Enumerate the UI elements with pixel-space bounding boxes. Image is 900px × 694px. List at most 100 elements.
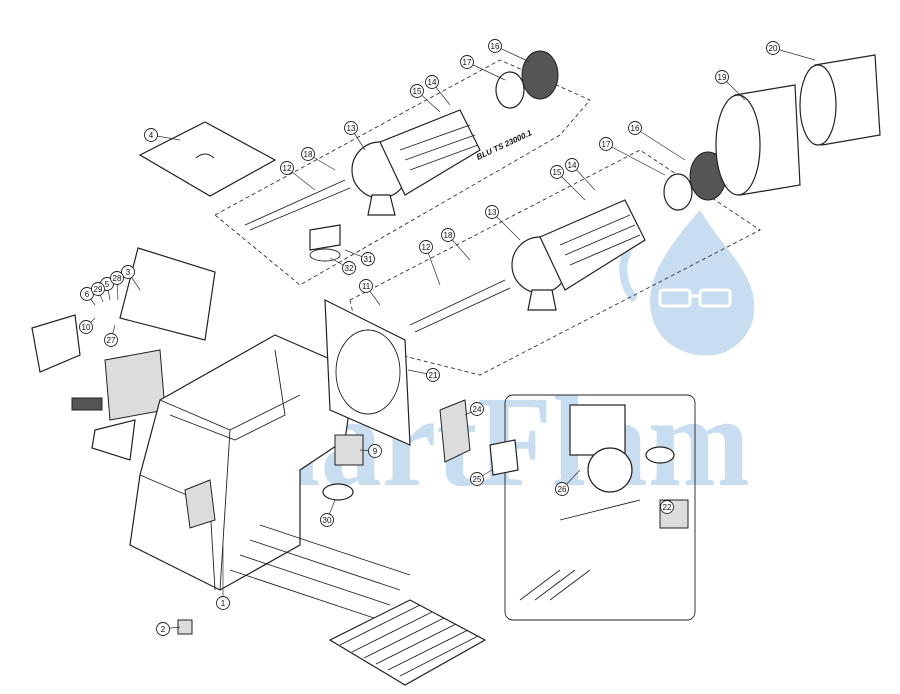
callout-circle <box>410 84 424 98</box>
callout-c28: 28 <box>110 271 124 285</box>
callout-number: 10 <box>82 323 91 332</box>
callout-c4: 4 <box>144 128 158 142</box>
callout-number: 18 <box>304 150 313 159</box>
callout-circle <box>426 368 440 382</box>
callout-c31: 31 <box>361 252 375 266</box>
control-box-inset-parts <box>519 404 689 601</box>
callout-c15b: 15 <box>550 165 564 179</box>
leader-line <box>466 61 506 81</box>
callout-circle <box>599 137 613 151</box>
air-damper <box>91 419 136 461</box>
callout-c14b: 14 <box>565 158 579 172</box>
pump-motor <box>489 439 519 476</box>
callout-circle <box>301 147 315 161</box>
callout-c19: 19 <box>715 70 729 84</box>
callout-c20: 20 <box>766 41 780 55</box>
air-box <box>104 349 166 421</box>
callout-number: 17 <box>463 58 472 67</box>
callout-number: 9 <box>373 447 378 456</box>
callout-circle <box>488 39 502 53</box>
lower-burner-assembly <box>409 151 727 333</box>
callout-circle <box>419 240 433 254</box>
side-cover <box>31 314 81 373</box>
callout-circle <box>470 402 484 416</box>
callout-number: 20 <box>769 44 778 53</box>
intake-grille <box>71 397 103 411</box>
callout-circle <box>320 513 334 527</box>
callout-circle <box>550 165 564 179</box>
callout-c29: 29 <box>91 282 105 296</box>
callout-c17a: 17 <box>460 55 474 69</box>
callout-c12b: 12 <box>419 240 433 254</box>
callout-circle <box>342 261 356 275</box>
callout-circle <box>110 271 124 285</box>
callout-number: 16 <box>631 124 640 133</box>
callout-c18a: 18 <box>301 147 315 161</box>
callout-c13a: 13 <box>344 121 358 135</box>
callout-c14a: 14 <box>425 75 439 89</box>
callout-circle <box>91 282 105 296</box>
callout-number: 32 <box>345 264 354 273</box>
callout-number: 13 <box>347 124 356 133</box>
callout-circle <box>344 121 358 135</box>
callout-c2: 2 <box>156 622 170 636</box>
callout-number: 2 <box>161 625 166 634</box>
callout-group: 1234569101112121313141415151616171718181… <box>79 39 780 636</box>
callout-circle <box>368 444 382 458</box>
callout-c27: 27 <box>104 333 118 347</box>
callout-c17b: 17 <box>599 137 613 151</box>
burner-frame <box>129 334 356 591</box>
callout-number: 1 <box>221 599 226 608</box>
callout-circle <box>660 500 674 514</box>
callout-number: 3 <box>126 268 131 277</box>
callout-c13b: 13 <box>485 205 499 219</box>
callout-number: 4 <box>149 131 154 140</box>
callout-circle <box>79 320 93 334</box>
watermark-flame-icon <box>619 210 755 356</box>
base-rails <box>229 524 411 621</box>
rear-panel <box>119 247 216 341</box>
top-cover-plate <box>138 121 277 197</box>
callout-c18b: 18 <box>441 228 455 242</box>
callout-circle <box>361 252 375 266</box>
model-label: BLU TS 23000.1 <box>475 128 534 162</box>
callout-circle <box>425 75 439 89</box>
callout-c10: 10 <box>79 320 93 334</box>
callout-circle <box>555 482 569 496</box>
callout-circle <box>104 333 118 347</box>
callout-circle <box>359 279 373 293</box>
leader-line <box>772 47 816 61</box>
callout-number: 28 <box>113 274 122 283</box>
callout-circle <box>441 228 455 242</box>
callout-number: 13 <box>488 208 497 217</box>
callout-number: 26 <box>558 485 567 494</box>
callout-number: 15 <box>553 168 562 177</box>
callout-c12a: 12 <box>280 161 294 175</box>
callout-circle <box>121 265 135 279</box>
callout-number: 21 <box>429 371 438 380</box>
callout-number: 12 <box>283 164 292 173</box>
callout-circle <box>628 121 642 135</box>
callout-number: 27 <box>107 336 116 345</box>
blast-tube-inner <box>715 84 801 196</box>
mounting-flange <box>324 299 411 446</box>
oil-pump <box>439 399 471 463</box>
callout-circle <box>766 41 780 55</box>
callout-c30: 30 <box>320 513 334 527</box>
callout-c24: 24 <box>470 402 484 416</box>
callout-number: 22 <box>663 503 672 512</box>
callout-circle <box>565 158 579 172</box>
callout-number: 30 <box>323 516 332 525</box>
callout-circle <box>144 128 158 142</box>
leader-line <box>605 143 666 176</box>
callout-circle <box>280 161 294 175</box>
callout-circle <box>470 472 484 486</box>
callout-number: 14 <box>428 78 437 87</box>
callout-circle <box>216 596 230 610</box>
callout-number: 18 <box>444 231 453 240</box>
leader-line <box>634 127 686 161</box>
pressure-switch <box>322 483 354 501</box>
callout-circle <box>156 622 170 636</box>
callout-number: 19 <box>718 73 727 82</box>
